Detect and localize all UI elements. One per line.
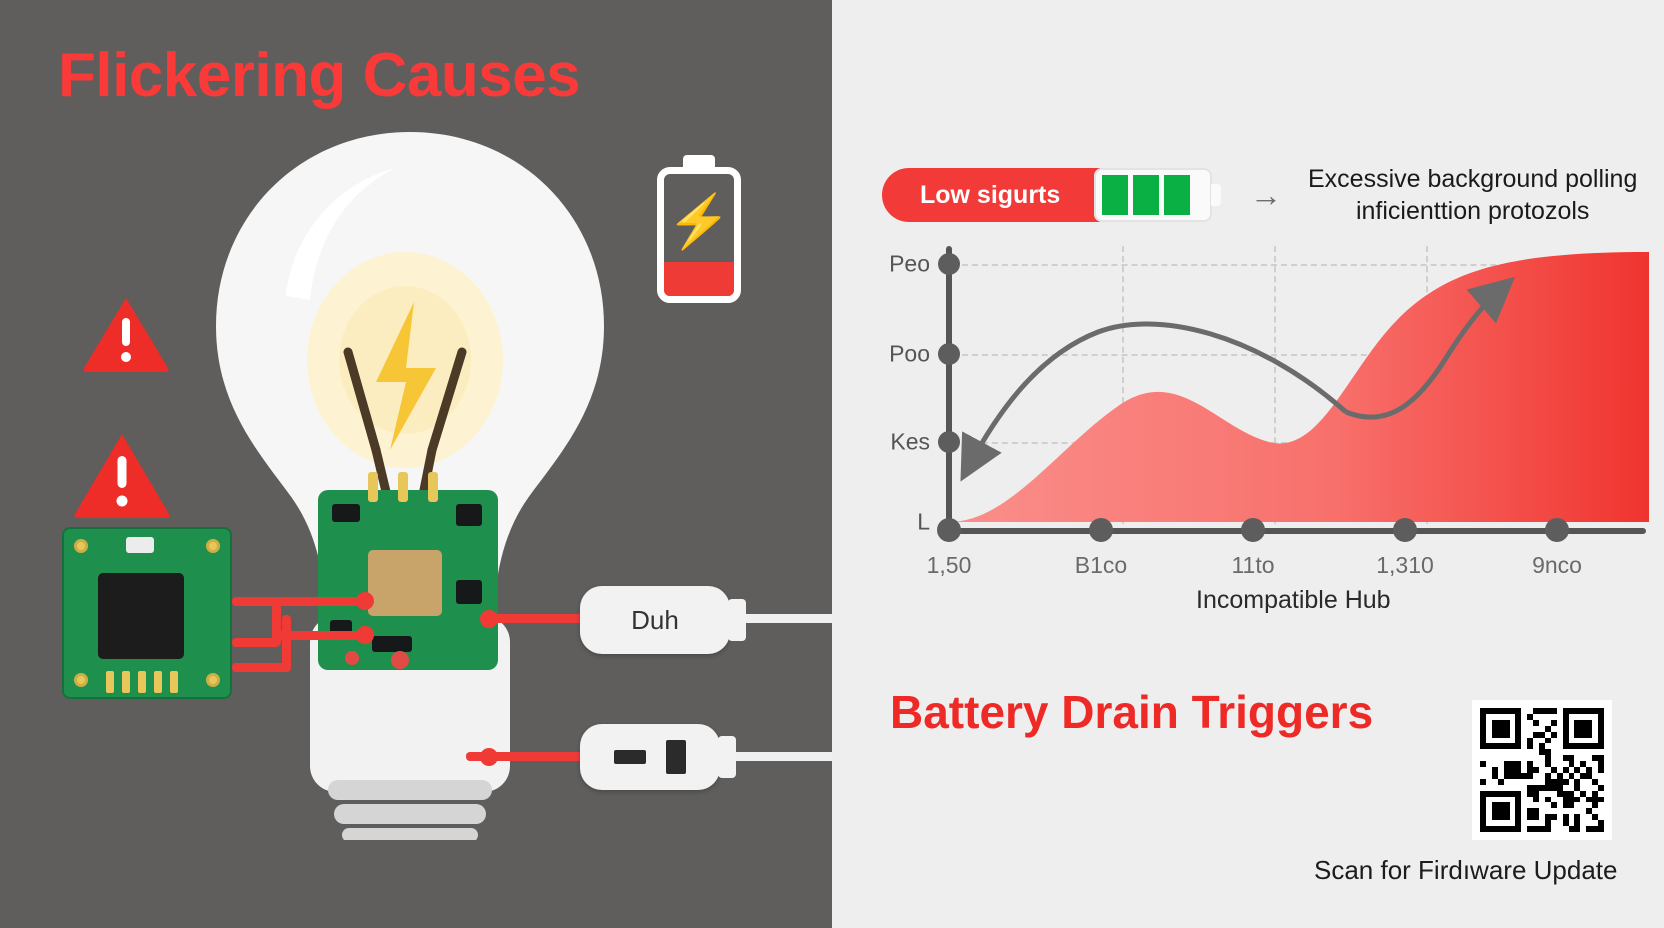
x-tick-label: 9nco: [1532, 552, 1582, 578]
x-tick-node: [1241, 518, 1265, 542]
connector-pin-wide: [614, 750, 646, 764]
x-axis: [946, 528, 1646, 534]
battery-nub: [1211, 184, 1221, 206]
pcb-pin: [106, 671, 114, 693]
wire-red-callout-2: [466, 752, 586, 761]
badge-row: Low sigurts → Excessive background polli…: [882, 163, 1637, 227]
x-tick-node: [937, 518, 961, 542]
status-badge-label: Low sigurts: [920, 180, 1061, 209]
wire-terminal: [356, 592, 374, 610]
wire-red: [272, 631, 364, 640]
y-tick-label: L: [917, 508, 930, 535]
wire-terminal: [480, 748, 498, 766]
qr-code[interactable]: [1472, 700, 1612, 840]
pcb-pin: [170, 671, 178, 693]
x-tick-label: B1co: [1074, 552, 1128, 578]
x-tick-label: 1,310: [1376, 552, 1434, 578]
x-tick-label: 11to: [1231, 552, 1275, 578]
wire-red: [232, 638, 280, 647]
gridline: [952, 264, 1646, 266]
wire-terminal: [480, 610, 498, 628]
warning-triangle-icon: [82, 296, 170, 372]
y-tick-label: Kes: [890, 428, 930, 455]
y-tick-node: [938, 253, 960, 275]
pcb-pin: [138, 671, 146, 693]
left-panel: Flickering Causes ⚡: [0, 0, 832, 928]
connector-icon: [614, 740, 686, 774]
pcb-pin: [122, 671, 130, 693]
connector-pin-tall: [666, 740, 686, 774]
y-tick-label: Poo: [889, 340, 930, 367]
chip-icon: [98, 573, 184, 659]
battery-low-icon: ⚡: [657, 155, 741, 303]
x-tick-node: [1545, 518, 1569, 542]
pcb-pad: [206, 539, 220, 553]
wire-white-2: [722, 752, 840, 761]
callout-tab: [728, 599, 746, 641]
arrow-right-icon: →: [1250, 177, 1282, 213]
y-axis: [946, 246, 952, 534]
callout-connector[interactable]: [580, 724, 736, 790]
callout-duh[interactable]: Duh: [580, 586, 746, 654]
x-axis-title: Incompatible Hub: [1196, 586, 1391, 614]
battery-bar: [1102, 175, 1128, 215]
y-tick-node: [938, 431, 960, 453]
wire-terminal: [356, 626, 374, 644]
light-bulb-icon: [200, 120, 620, 842]
battery-bar: [1164, 175, 1190, 215]
battery-bar: [1133, 175, 1159, 215]
qr-grid: [1480, 708, 1604, 832]
note-line-2: inficienttion protozols: [1355, 197, 1590, 225]
wire-red: [232, 597, 362, 606]
pcb-pad: [206, 673, 220, 687]
wire-white: [728, 614, 840, 623]
area-chart: Peo Poo Kes L 1,50 B1co 11to 1,310 9nco …: [886, 246, 1649, 614]
battery-cap: [683, 155, 715, 167]
pcb-pad: [74, 673, 88, 687]
light-bulb-glyph: [216, 132, 604, 842]
page-title: Flickering Causes: [58, 41, 581, 110]
battery-three-bars-icon: [1094, 168, 1221, 222]
battery-fill: [664, 262, 734, 296]
wire-red: [232, 663, 290, 672]
warning-triangle-icon-2: [73, 432, 171, 518]
pcb-pin: [154, 671, 162, 693]
pcb-component: [126, 537, 154, 553]
callout-duh-label: Duh: [631, 604, 679, 635]
callout-tab-2: [718, 736, 736, 778]
y-tick-label: Peo: [889, 250, 930, 277]
wire-red-callout: [486, 614, 596, 623]
wire-red: [272, 604, 281, 646]
note-text: Excessive background polling inficientti…: [1308, 163, 1637, 227]
note-line-1: Excessive background polling: [1308, 165, 1638, 193]
x-tick-node: [1393, 518, 1417, 542]
x-tick-node: [1089, 518, 1113, 542]
chart-area-series: [949, 252, 1649, 522]
pcb-pad: [74, 539, 88, 553]
warning-triangle-glyph: [83, 298, 169, 372]
circuit-board-icon: [62, 527, 232, 699]
lightning-bolt-icon: ⚡: [666, 193, 732, 251]
warning-triangle-glyph-2: [74, 434, 170, 518]
y-tick-node: [938, 343, 960, 365]
wire-red: [282, 615, 291, 672]
section-title: Battery Drain Triggers: [890, 686, 1374, 738]
x-tick-label: 1,50: [926, 552, 972, 578]
qr-caption: Scan for Firdıware Update: [1314, 855, 1618, 885]
